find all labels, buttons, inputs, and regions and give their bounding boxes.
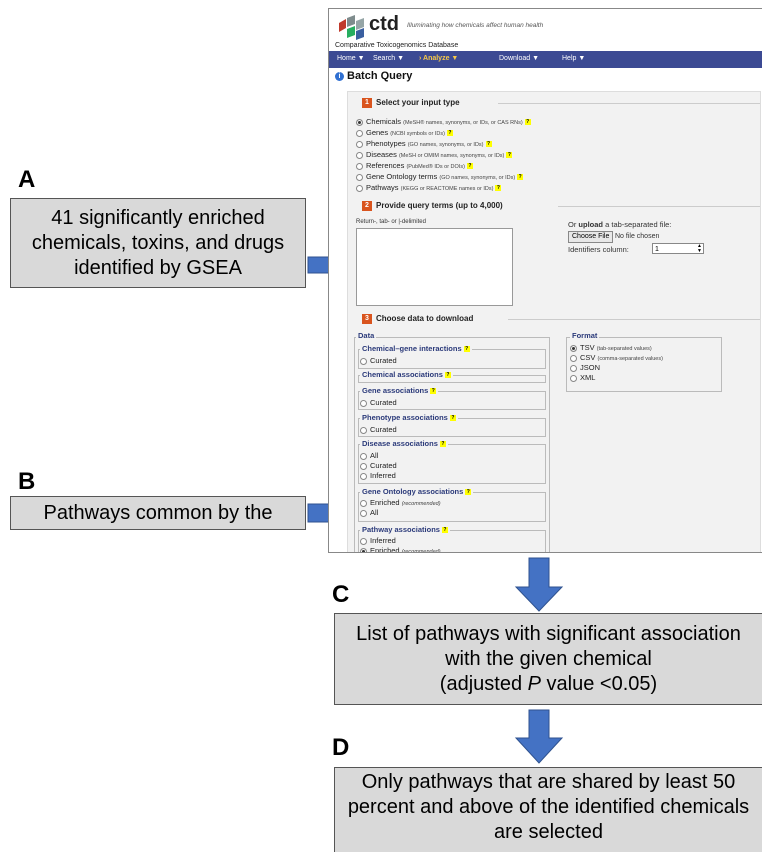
gene-assoc-curated[interactable]: Curated (360, 398, 397, 407)
ctd-navbar: Home ▼ Search ▼ › Analyze ▼ Download ▼ H… (329, 51, 762, 68)
group-chem-assoc-title: Chemical associations? (360, 370, 453, 379)
box-b: Pathways common by the (10, 496, 306, 530)
box-a: 41 significantly enriched chemicals, tox… (10, 198, 306, 288)
info-icon: i (335, 72, 344, 81)
group-pathway-assoc (358, 530, 546, 552)
format-tsv[interactable]: TSV (tab-separated values) (570, 343, 652, 352)
format-legend: Format (570, 331, 600, 340)
stepper-icon[interactable]: ▲▼ (697, 243, 702, 254)
choose-file-button[interactable]: Choose File (568, 231, 614, 243)
format-xml[interactable]: XML (570, 373, 595, 382)
input-type-pathways[interactable]: Pathways (KEGG or REACTOME names or IDs)… (356, 183, 502, 192)
go-assoc-enriched[interactable]: Enriched (recommended) (360, 498, 441, 507)
label-c: C (332, 581, 350, 608)
disease-assoc-inferred[interactable]: Inferred (360, 471, 396, 480)
arrow-c (514, 557, 564, 612)
nav-search[interactable]: Search ▼ (373, 55, 405, 62)
arrow-d (514, 709, 564, 764)
box-d: Only pathways that are shared by least 5… (334, 767, 762, 852)
ctd-logo-icon (339, 15, 364, 40)
format-json[interactable]: JSON (570, 363, 600, 372)
data-fieldset (354, 337, 550, 552)
box-c-line3: (adjusted P value <0.05) (439, 673, 658, 695)
group-gene-assoc-title: Gene associations? (360, 386, 439, 395)
data-legend: Data (356, 331, 377, 340)
query-terms-textarea[interactable] (356, 228, 513, 306)
format-csv[interactable]: CSV (comma-separated values) (570, 353, 663, 362)
group-gene-assoc (358, 391, 546, 410)
delimiter-label: Return-, tab- or |-delimited (356, 219, 426, 225)
box-a-line1: 41 significantly enriched (51, 207, 265, 229)
ctd-screenshot: ctd Illuminating how chemicals affect hu… (328, 8, 762, 553)
identifiers-column-label: Identifiers column: (568, 245, 629, 254)
box-d-line1: Only pathways that are shared by least 5… (361, 771, 736, 793)
nav-analyze[interactable]: › Analyze ▼ (419, 55, 459, 62)
box-b-text: Pathways common by the (43, 502, 273, 524)
pathway-assoc-enriched[interactable]: Enriched (recommended) (360, 546, 441, 552)
box-c: List of pathways with significant associ… (334, 613, 762, 705)
section-2-divider (558, 206, 760, 207)
group-go-assoc (358, 492, 546, 522)
group-chem-gene-title: Chemical–gene interactions? (360, 344, 472, 353)
pheno-assoc-curated[interactable]: Curated (360, 425, 397, 434)
group-pheno-assoc-title: Phenotype associations? (360, 413, 458, 422)
identifiers-column-input[interactable]: 1▲▼ (652, 243, 704, 254)
chem-gene-curated[interactable]: Curated (360, 356, 397, 365)
box-d-line3: are selected (494, 821, 603, 843)
label-a: A (18, 166, 36, 193)
input-type-diseases[interactable]: Diseases (MeSH or OMIM names, synonyms, … (356, 150, 513, 159)
section-1-divider (498, 103, 760, 104)
nav-download[interactable]: Download ▼ (499, 55, 540, 62)
ctd-db-name: Comparative Toxicogenomics Database (335, 42, 459, 49)
input-type-phenotypes[interactable]: Phenotypes (GO names, synonyms, or IDs)? (356, 139, 492, 148)
nav-home[interactable]: Home ▼ (337, 55, 365, 62)
group-pathway-assoc-title: Pathway associations? (360, 525, 450, 534)
box-c-line2: with the given chemical (445, 648, 652, 670)
upload-label: Or upload a tab-separated file: (568, 220, 672, 229)
nav-help[interactable]: Help ▼ (562, 55, 586, 62)
ctd-tagline: Illuminating how chemicals affect human … (407, 22, 544, 29)
group-disease-assoc-title: Disease associations? (360, 439, 448, 448)
section-3-divider (508, 319, 760, 320)
pathway-assoc-inferred[interactable]: Inferred (360, 536, 396, 545)
label-b: B (18, 468, 36, 495)
box-d-line2: percent and above of the identified chem… (347, 796, 750, 818)
box-a-line2: chemicals, toxins, and drugs (31, 232, 285, 254)
group-go-assoc-title: Gene Ontology associations? (360, 487, 474, 496)
input-type-go-terms[interactable]: Gene Ontology terms (GO names, synonyms,… (356, 172, 524, 181)
ctd-logo-text: ctd (369, 13, 399, 35)
input-type-genes[interactable]: Genes (NCBI symbols or IDs)? (356, 128, 453, 137)
input-type-references[interactable]: References (PubMed® IDs or DOIs)? (356, 161, 473, 170)
input-type-chemicals[interactable]: Chemicals (MeSH® names, synonyms, or IDs… (356, 117, 531, 126)
box-a-line3: identified by GSEA (74, 257, 242, 279)
no-file-chosen: No file chosen (615, 233, 660, 240)
group-disease-assoc (358, 444, 546, 484)
box-c-line1: List of pathways with significant associ… (356, 623, 741, 645)
format-fieldset (566, 337, 722, 392)
go-assoc-all[interactable]: All (360, 508, 378, 517)
disease-assoc-all[interactable]: All (360, 451, 378, 460)
page-title: Batch Query (347, 70, 413, 82)
disease-assoc-curated[interactable]: Curated (360, 461, 397, 470)
label-d: D (332, 734, 350, 761)
